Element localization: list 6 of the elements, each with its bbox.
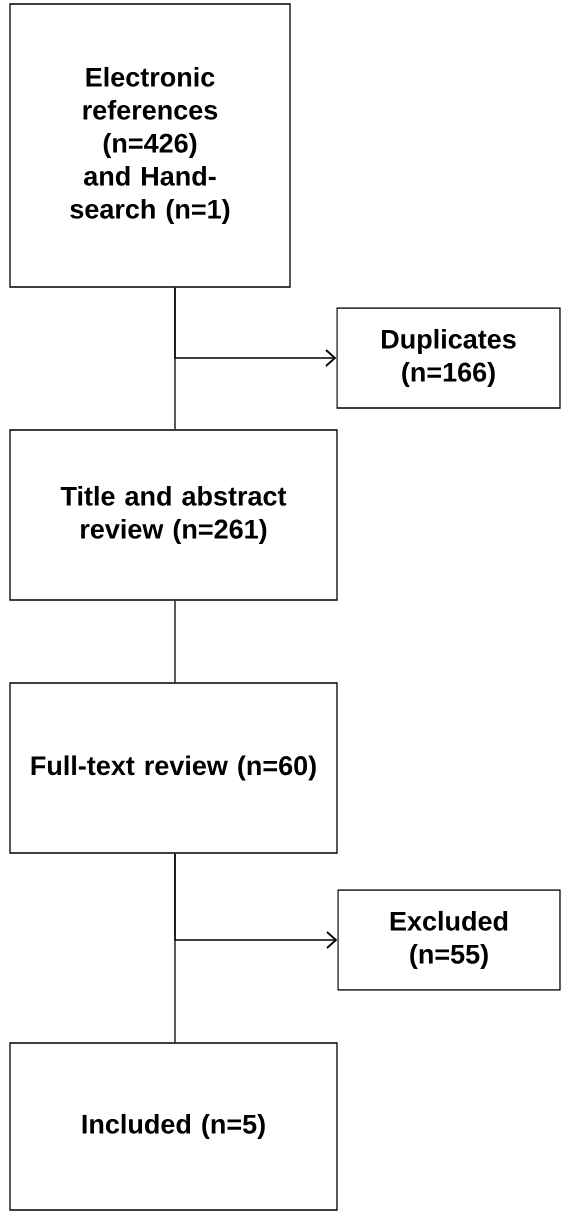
process-box: Title and abstract review (n=261) [9,429,338,601]
process-box: Excluded (n=55) [337,889,561,991]
process-box: Included (n=5) [9,1042,338,1211]
process-box: Duplicates (n=166) [336,307,561,409]
process-box: Full-text review (n=60) [9,682,338,854]
process-box: Electronic references (n=426) and Hand-search (n=1) [9,3,291,288]
